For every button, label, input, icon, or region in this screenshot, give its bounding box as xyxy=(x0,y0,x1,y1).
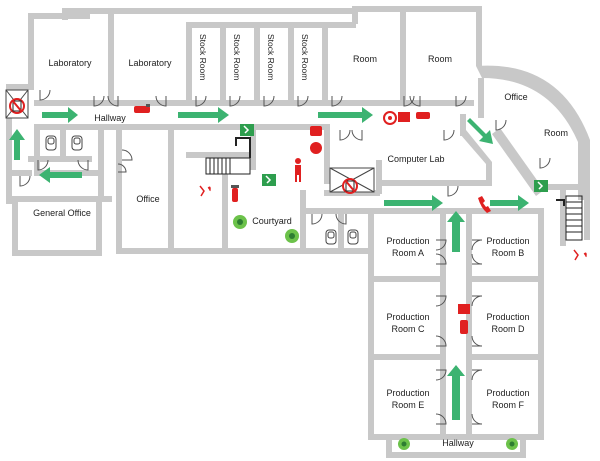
room-label-stock-room: Stock Room xyxy=(266,34,276,80)
fire-alarm-phone-icon xyxy=(310,126,322,136)
fire-exit-sign-icon xyxy=(194,185,212,197)
toilet-icon xyxy=(45,135,57,151)
room-label-office: Office xyxy=(136,194,159,204)
fire-extinguisher-icon xyxy=(134,104,150,113)
fire-alarm-phone-icon xyxy=(458,304,470,314)
plant-icon xyxy=(506,438,518,450)
fire-extinguisher-icon xyxy=(231,185,239,202)
room-label-room: Room xyxy=(544,128,568,138)
room-label-stock-room: Stock Room xyxy=(198,34,208,80)
room-label-room: Room xyxy=(428,54,452,64)
arrow-up xyxy=(447,365,465,420)
courtyard-label: Courtyard xyxy=(252,216,292,226)
room-label-production-f: Room F xyxy=(492,400,525,410)
arrow-right xyxy=(178,107,229,123)
arrow-right xyxy=(490,195,529,211)
fire-exit-sign-icon xyxy=(568,249,588,264)
plant-icon xyxy=(398,438,410,450)
person-icon xyxy=(295,158,301,182)
room-label-office: Office xyxy=(504,92,527,102)
toilet-icon xyxy=(347,229,359,245)
elevator-icon xyxy=(329,167,375,194)
toilet-icon xyxy=(71,135,83,151)
plant-icon xyxy=(285,229,299,243)
exit-sign-icon xyxy=(240,124,254,136)
room-label-production-a: Room A xyxy=(392,248,424,258)
hallway-label: Hallway xyxy=(442,438,474,448)
fire-extinguisher-icon xyxy=(416,112,430,119)
hallway-label: Hallway xyxy=(94,113,126,123)
room-label-room: Room xyxy=(353,54,377,64)
arrow-right xyxy=(318,107,373,123)
room-label-production-d: Room D xyxy=(491,324,525,334)
room-label-laboratory: Laboratory xyxy=(128,58,172,68)
emergency-phone-icon xyxy=(478,196,491,213)
room-label-laboratory: Laboratory xyxy=(48,58,92,68)
evacuation-arrows xyxy=(9,107,529,420)
hose-reel-icon xyxy=(383,111,397,125)
room-label-production-d: Production xyxy=(486,312,529,322)
room-label-production-c: Production xyxy=(386,312,429,322)
arrow-up xyxy=(9,129,25,160)
room-label-stock-room: Stock Room xyxy=(300,34,310,80)
room-label-stock-room: Stock Room xyxy=(232,34,242,80)
room-label-production-c: Room C xyxy=(391,324,425,334)
exit-sign-icon xyxy=(534,180,548,192)
room-label-production-a: Production xyxy=(386,236,429,246)
exit-sign-icon xyxy=(262,174,276,186)
room-label-production-b: Production xyxy=(486,236,529,246)
arrow-left xyxy=(39,167,82,183)
walls xyxy=(6,6,590,458)
plant-icon xyxy=(233,215,247,229)
room-label-production-e: Room E xyxy=(392,400,425,410)
toilet-icon xyxy=(325,229,337,245)
room-label-production-f: Production xyxy=(486,388,529,398)
arrow-diagonal xyxy=(467,118,493,144)
arrow-up xyxy=(447,211,465,252)
fire-extinguisher-icon xyxy=(460,320,468,334)
arrow-right xyxy=(42,107,78,123)
fire-alarm-button-icon xyxy=(310,142,322,154)
staircase-icon xyxy=(556,195,583,241)
room-label-production-b: Room B xyxy=(492,248,525,258)
room-label-computer-lab: Computer Lab xyxy=(387,154,444,164)
room-label-general-office: General Office xyxy=(33,208,91,218)
fire-alarm-phone-icon xyxy=(398,112,410,122)
room-label-production-e: Production xyxy=(386,388,429,398)
doors xyxy=(19,89,551,425)
elevator-icon xyxy=(5,89,29,119)
toilets xyxy=(45,135,359,245)
staircase-icon xyxy=(205,137,251,175)
arrow-right xyxy=(384,195,443,211)
